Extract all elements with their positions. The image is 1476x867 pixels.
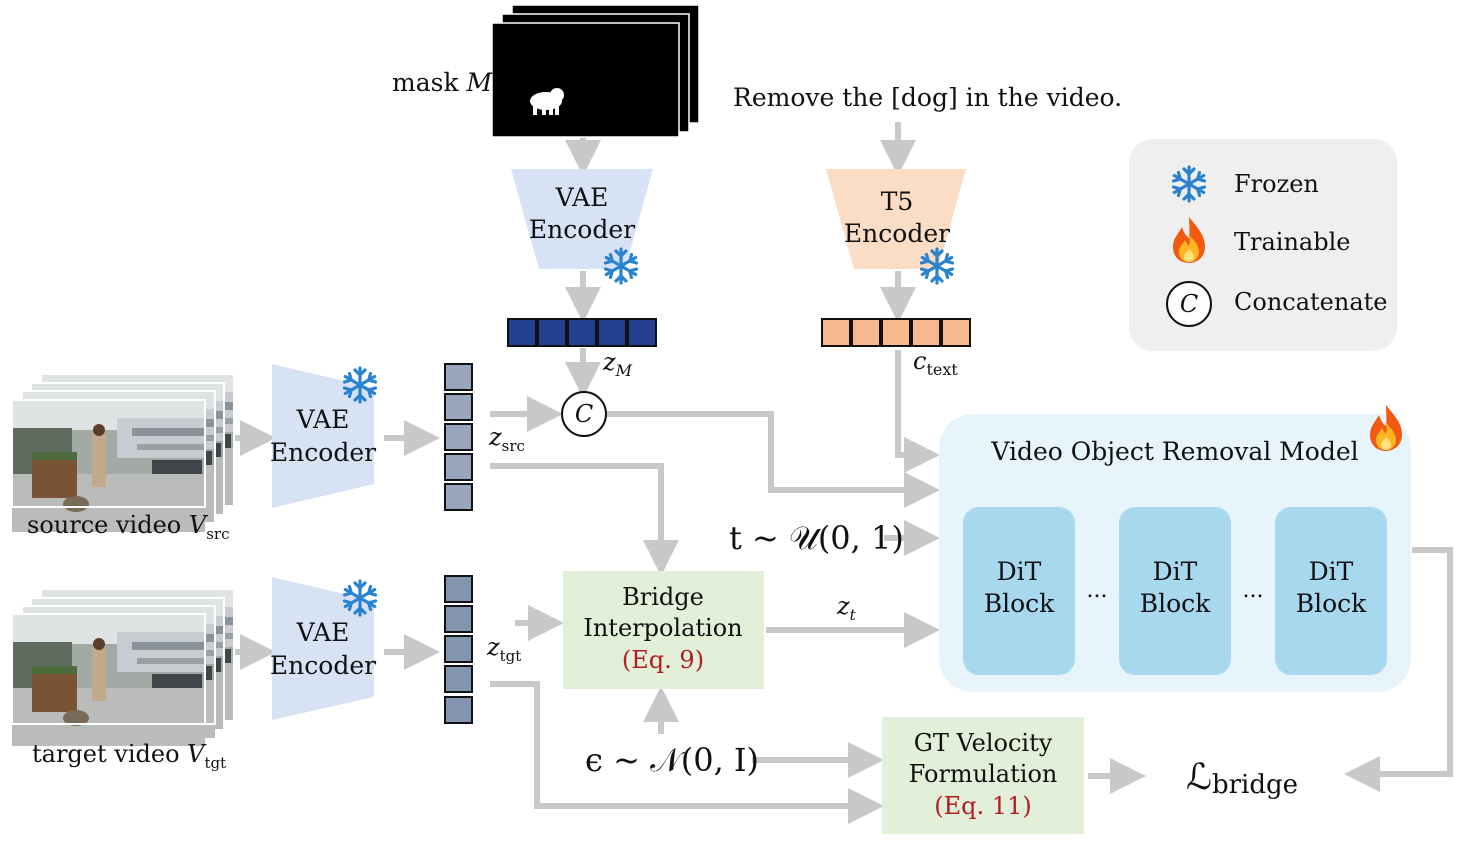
model-title: Video Object Removal Model xyxy=(990,437,1358,466)
dit-block-label: DiT xyxy=(997,557,1042,586)
bridge-interpolation-box xyxy=(563,571,764,689)
text-prompt: Remove the [dog] in the video. xyxy=(733,83,1122,112)
flame-icon xyxy=(1370,405,1402,451)
timestep-formula: t ~ 𝒰(0, 1) xyxy=(729,519,904,557)
legend-concatenate-label: Concatenate xyxy=(1234,288,1387,316)
t5-encoder xyxy=(826,169,966,269)
mask-vae-encoder xyxy=(511,169,653,269)
gt-velocity-eq-ref: (Eq. 11) xyxy=(934,792,1031,820)
loss-label: ℒbridge xyxy=(1186,757,1298,800)
legend-trainable-label: Trainable xyxy=(1234,228,1350,256)
dit-block xyxy=(1275,507,1387,675)
z-tgt-label: ztgt xyxy=(486,633,521,665)
gt-velocity-label-line2: Formulation xyxy=(909,760,1058,788)
source-video-frames xyxy=(11,373,235,532)
concatenate-icon xyxy=(1166,281,1212,327)
target-latent-tokens xyxy=(444,575,473,724)
dit-block-label: Block xyxy=(1140,589,1211,618)
dit-block-label: Block xyxy=(1296,589,1367,618)
source-video-label: source video Vsrc xyxy=(27,511,229,543)
noise-formula: ϵ ~ 𝒩(0, I) xyxy=(585,741,759,779)
dit-block xyxy=(1119,507,1231,675)
bridge-label-line2: Interpolation xyxy=(583,614,742,642)
source-vae-label-line2: Encoder xyxy=(270,438,376,467)
z-src-label: zsrc xyxy=(488,423,525,455)
concatenate-node xyxy=(561,391,607,437)
target-video-frames xyxy=(11,588,235,746)
t5-label-line1: T5 xyxy=(881,187,914,216)
z-m-label: zM xyxy=(602,348,633,380)
ellipsis: ... xyxy=(1243,578,1264,603)
dit-block-label: Block xyxy=(984,589,1055,618)
mask-vae-label-line2: Encoder xyxy=(529,215,635,244)
mask-vae-label-line1: VAE xyxy=(555,183,609,212)
legend-concat-symbol: C xyxy=(1180,290,1198,318)
source-latent-tokens xyxy=(444,363,473,511)
bridge-eq-ref: (Eq. 9) xyxy=(622,646,704,674)
dit-block-label: DiT xyxy=(1153,557,1198,586)
ellipsis: ... xyxy=(1087,578,1108,603)
source-vae-label-line1: VAE xyxy=(296,405,350,434)
mask-latent-tokens xyxy=(507,318,657,347)
z-t-label: zt xyxy=(836,592,857,624)
target-vae-label-line1: VAE xyxy=(296,618,350,647)
target-video-label: target video Vtgt xyxy=(32,740,226,772)
gt-velocity-box xyxy=(882,717,1084,834)
source-vae-encoder xyxy=(272,364,374,508)
target-vae-label-line2: Encoder xyxy=(270,651,376,680)
mask-frames xyxy=(491,4,700,138)
mask-label: mask M xyxy=(392,68,494,97)
c-text-label: ctext xyxy=(913,347,958,379)
t5-label-line2: Encoder xyxy=(844,219,950,248)
dit-block-label: DiT xyxy=(1309,557,1354,586)
target-vae-encoder xyxy=(272,577,374,720)
bridge-label-line1: Bridge xyxy=(622,583,704,611)
dit-block xyxy=(963,507,1075,675)
concatenate-symbol: C xyxy=(575,400,593,428)
gt-velocity-label-line1: GT Velocity xyxy=(914,729,1053,757)
text-latent-tokens xyxy=(821,318,971,347)
dog-silhouette-icon xyxy=(530,88,564,115)
legend-frozen-label: Frozen xyxy=(1234,170,1319,198)
